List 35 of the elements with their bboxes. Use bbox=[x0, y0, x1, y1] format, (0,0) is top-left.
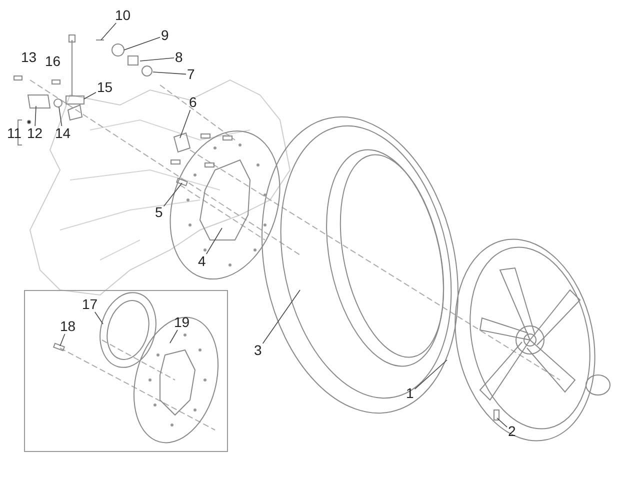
callout-number: 18 bbox=[59, 319, 77, 334]
callout-number: 12 bbox=[26, 126, 44, 141]
leader-line bbox=[94, 312, 104, 324]
callout-number: 6 bbox=[188, 95, 198, 110]
callout-number: 10 bbox=[114, 8, 132, 23]
callout-number: 2 bbox=[507, 424, 517, 439]
leader-line bbox=[84, 92, 96, 100]
callout-number: 9 bbox=[160, 28, 170, 43]
leader-line bbox=[100, 22, 116, 40]
callout-number: 3 bbox=[253, 343, 263, 358]
leader-line bbox=[180, 110, 191, 138]
leader-line bbox=[262, 290, 300, 344]
leader-line bbox=[163, 182, 182, 207]
leader-line bbox=[152, 72, 186, 75]
leader-line bbox=[496, 418, 508, 428]
leader-line bbox=[140, 58, 174, 62]
leader-line bbox=[58, 106, 62, 126]
callout-number: 11 bbox=[6, 126, 23, 141]
callout-number: 1 bbox=[405, 386, 415, 401]
leader-line bbox=[34, 106, 36, 126]
callout-number: 17 bbox=[81, 297, 99, 312]
leader-line bbox=[124, 36, 160, 50]
callout-number: 19 bbox=[173, 315, 191, 330]
leader-line bbox=[60, 334, 66, 346]
callout-number: 5 bbox=[154, 205, 164, 220]
callout-number: 14 bbox=[54, 126, 72, 141]
callout-number: 8 bbox=[174, 50, 184, 65]
callout-number: 16 bbox=[44, 54, 62, 69]
inset-frame bbox=[24, 290, 228, 452]
callout-number: 13 bbox=[20, 50, 38, 65]
callout-number: 7 bbox=[186, 67, 196, 82]
callout-number: 4 bbox=[197, 254, 207, 269]
leader-line bbox=[206, 228, 222, 254]
leader-line bbox=[170, 330, 178, 344]
callout-number: 15 bbox=[96, 80, 114, 95]
